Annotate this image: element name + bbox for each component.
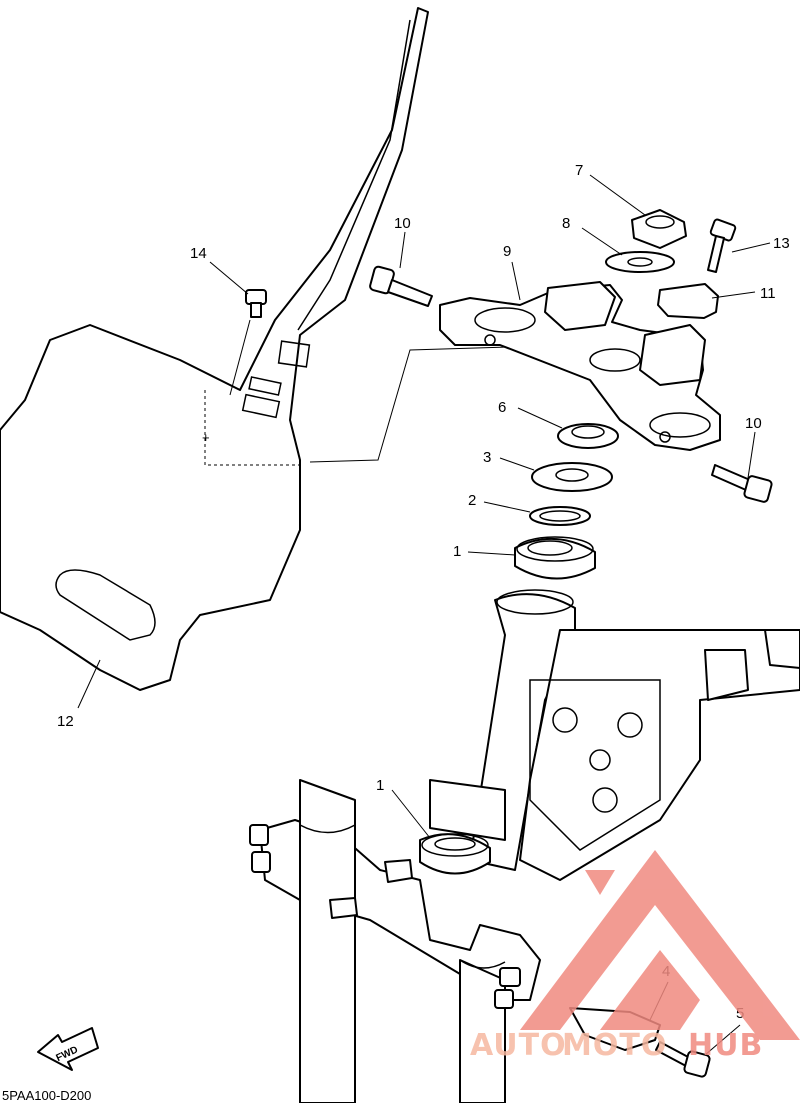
callout-2: 2 [468,492,476,509]
bolt-10-lower [711,464,773,503]
bearing-1-lower [419,833,491,875]
callout-1-upper: 1 [453,543,461,560]
callout-10-upper: 10 [394,215,411,232]
callout-1-lower: 1 [376,777,384,794]
watermark-text-c: HUB [688,1028,763,1063]
callout-11: 11 [760,285,776,302]
watermark-text-a: AUTO [470,1028,567,1063]
callout-14: 14 [190,245,207,262]
washer-8 [605,251,675,273]
bearing-1-upper [514,536,596,580]
callout-10-lower: 10 [745,415,762,432]
bolt-12 [707,218,737,273]
callout-12: 13 [773,235,790,252]
upper-bracket [439,281,721,451]
callout-13: 12 [57,713,74,730]
svg-text:+: + [202,430,210,445]
callout-8: 8 [562,215,570,232]
seal-2 [529,506,591,526]
ring-nut-6 [557,423,619,449]
bolt-14 [229,289,267,396]
watermark-logo: AUTO MOTO HUB [470,850,800,1063]
lower-bracket [249,779,541,1103]
callout-3: 3 [483,449,491,466]
washer-3 [531,462,613,492]
watermark-text-b: MOTO [562,1028,667,1063]
callout-6: 6 [498,399,506,416]
diagram-code: 5PAA100-D200 [2,1088,91,1103]
nut-7 [631,209,687,249]
fwd-arrow-icon: FWD [37,1027,99,1071]
bolt-5 [655,1041,711,1078]
callout-9: 9 [503,243,511,260]
callout-7: 7 [575,162,583,179]
number-plate: + [0,7,579,691]
handlebar-holder-11 [657,283,719,319]
bolt-10-upper [369,265,433,307]
frame [429,589,800,881]
